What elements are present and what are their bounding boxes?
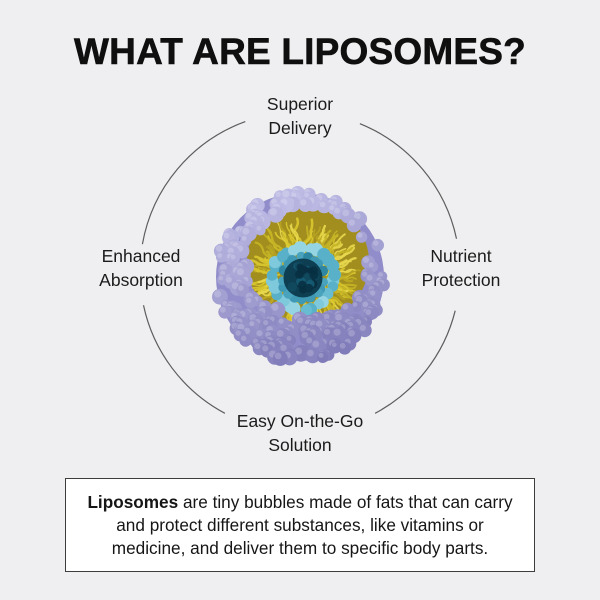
description-box: Liposomes are tiny bubbles made of fats … xyxy=(65,478,535,572)
arc-top-right xyxy=(359,123,458,239)
benefit-line: Nutrient xyxy=(430,246,492,267)
benefit-line: Protection xyxy=(421,270,501,290)
description-line-3: medicine, and deliver them to specific b… xyxy=(111,537,489,558)
benefit-label-easy-on-the-go: Easy On-the-Go Solution xyxy=(237,410,363,458)
benefit-line: Absorption xyxy=(99,270,183,290)
arc-bottom-left xyxy=(142,305,226,414)
description-lead: Liposomes xyxy=(87,491,179,512)
benefit-line: Easy On-the-Go xyxy=(236,411,364,432)
liposome-illustration xyxy=(212,186,390,366)
benefit-label-superior-delivery: Superior Delivery xyxy=(267,93,333,141)
arc-bottom-right xyxy=(374,310,456,414)
benefit-label-enhanced-absorption: Enhanced Absorption xyxy=(99,245,183,293)
arc-top-left xyxy=(141,121,246,245)
description-line-2: and protect different substances, like v… xyxy=(116,514,484,535)
benefit-line: Enhanced xyxy=(101,246,181,267)
benefit-line: Delivery xyxy=(268,118,332,138)
description-line-1: Liposomes are tiny bubbles made of fats … xyxy=(87,491,513,512)
benefit-line: Solution xyxy=(268,435,332,455)
benefit-line: Superior xyxy=(266,94,334,115)
page-title: WHAT ARE LIPOSOMES? xyxy=(74,31,526,73)
benefit-label-nutrient-protection: Nutrient Protection xyxy=(422,245,501,293)
